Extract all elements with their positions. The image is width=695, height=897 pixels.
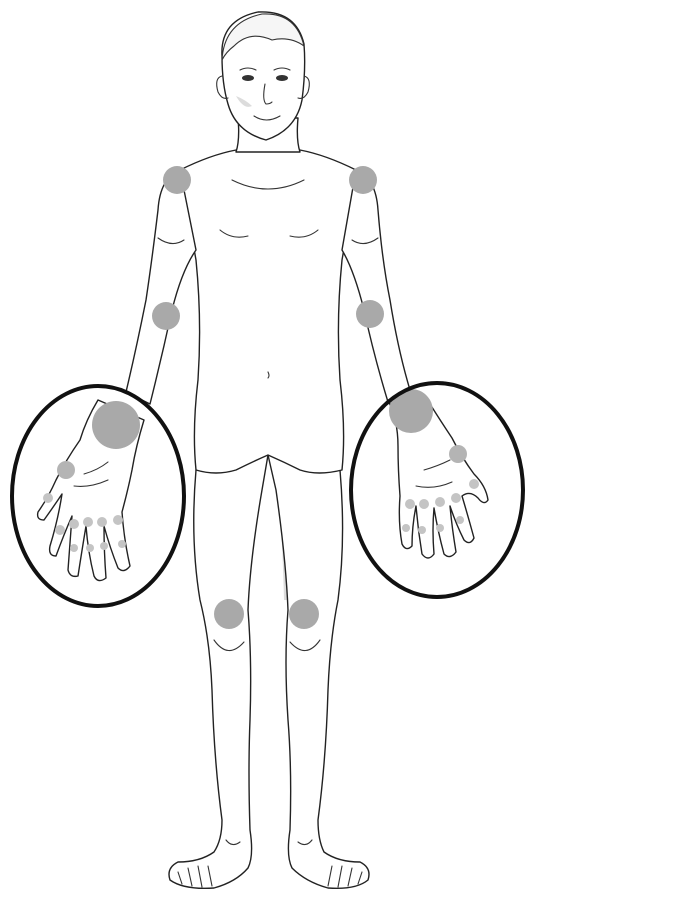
joint-left-shoulder: [349, 166, 377, 194]
joint-right-knee: [214, 599, 244, 629]
joint-left-elbow: [356, 300, 384, 328]
joint-right-wrist: [92, 401, 140, 449]
joint-right-elbow: [152, 302, 180, 330]
joint-left-knee: [289, 599, 319, 629]
head: [217, 12, 310, 152]
legs: [169, 455, 369, 888]
joint-right-shoulder: [163, 166, 191, 194]
torso: [180, 150, 356, 473]
